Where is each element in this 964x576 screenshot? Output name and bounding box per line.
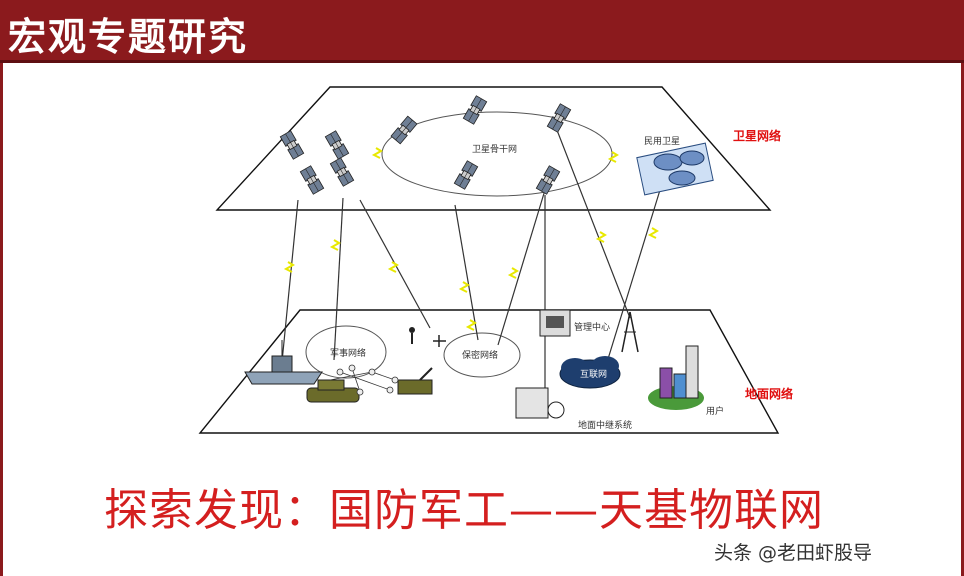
user-label: 用户 xyxy=(706,405,724,417)
mesh-network-icon xyxy=(329,364,399,396)
soldier-icon xyxy=(409,327,415,344)
header-divider xyxy=(0,60,964,63)
frame-left-border xyxy=(0,63,3,576)
secure-net-label: 保密网络 xyxy=(462,349,498,361)
civil-satellite-icon xyxy=(636,142,714,196)
page-title: 宏观专题研究 xyxy=(8,15,249,59)
ground-relay-label: 地面中继系统 xyxy=(578,419,632,431)
military-net-label: 军事网络 xyxy=(330,347,366,359)
watermark-text: 头条 @老田虾股导 xyxy=(714,542,873,564)
drone-icon xyxy=(433,335,446,347)
secure-net-ring xyxy=(443,332,521,378)
satellite-layer-label: 卫星网络 xyxy=(733,128,781,143)
frame-right-border xyxy=(961,63,964,576)
ground-relay-station-icon xyxy=(515,387,565,419)
header-bar: 宏观专题研究 xyxy=(0,0,964,60)
satellite-layer-plane xyxy=(215,86,772,211)
caption-title: 探索发现：国防军工——天基物联网 xyxy=(104,485,824,536)
cloud-icon xyxy=(559,356,621,389)
backbone-ring xyxy=(381,111,613,197)
inter-layer-links xyxy=(281,124,661,390)
warship-icon xyxy=(244,340,323,385)
management-center-label: 管理中心 xyxy=(574,321,610,333)
military-net-ring xyxy=(305,325,387,379)
management-center-icon xyxy=(539,309,571,337)
radio-tower-icon xyxy=(621,311,639,353)
civil-satellite-label: 民用卫星 xyxy=(644,136,680,147)
backbone-label: 卫星骨干网 xyxy=(472,144,517,155)
city-buildings-icon xyxy=(648,345,704,410)
ground-layer-label: 地面网络 xyxy=(745,386,793,401)
cloud-label: 互联网 xyxy=(580,369,607,380)
military-vehicle-icon xyxy=(397,367,433,395)
